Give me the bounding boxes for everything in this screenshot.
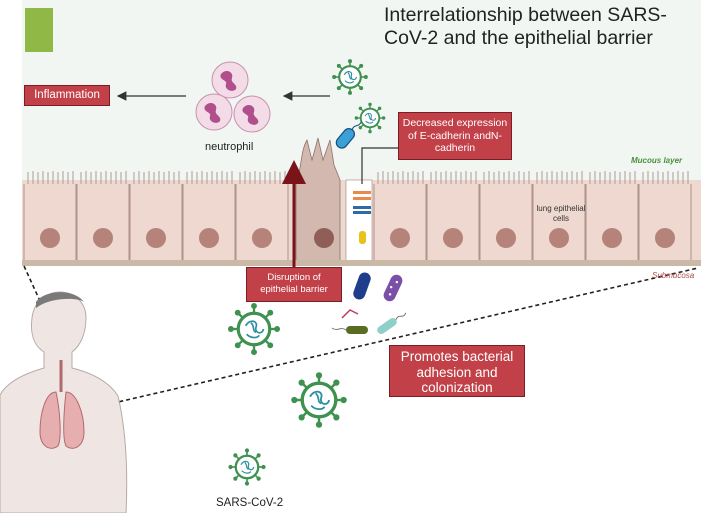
human-lungs-icon bbox=[0, 291, 128, 513]
disruption-box: Disruption of epithelial barrier bbox=[246, 267, 342, 302]
inflammation-label: Inflammation bbox=[34, 89, 100, 101]
accent-square bbox=[25, 8, 53, 52]
neutrophil-label: neutrophil bbox=[205, 141, 254, 153]
decreased-expression-box: Decreased expression of E-cadherin andN-… bbox=[398, 112, 512, 160]
mucous-layer-label: Mucous layer bbox=[631, 156, 683, 165]
epithelial-layer bbox=[22, 137, 701, 266]
disruption-label: Disruption of epithelial barrier bbox=[260, 272, 328, 295]
decreased-expression-label: Decreased expression of E-cadherin andN-… bbox=[402, 117, 508, 154]
bacterium-icon bbox=[331, 121, 407, 335]
inflammation-box: Inflammation bbox=[24, 85, 110, 106]
promotes-label: Promotes bacterial adhesion and coloniza… bbox=[400, 349, 514, 395]
diagram-title: Interrelationship between SARS-CoV-2 and… bbox=[384, 4, 667, 49]
lung-epithelial-cells-label: lung epithelial cells bbox=[536, 204, 586, 223]
submucosa-label: Submucosa bbox=[652, 271, 695, 280]
promotes-box: Promotes bacterial adhesion and coloniza… bbox=[389, 345, 525, 397]
sars-cov-2-label: SARS-CoV-2 bbox=[216, 497, 284, 509]
